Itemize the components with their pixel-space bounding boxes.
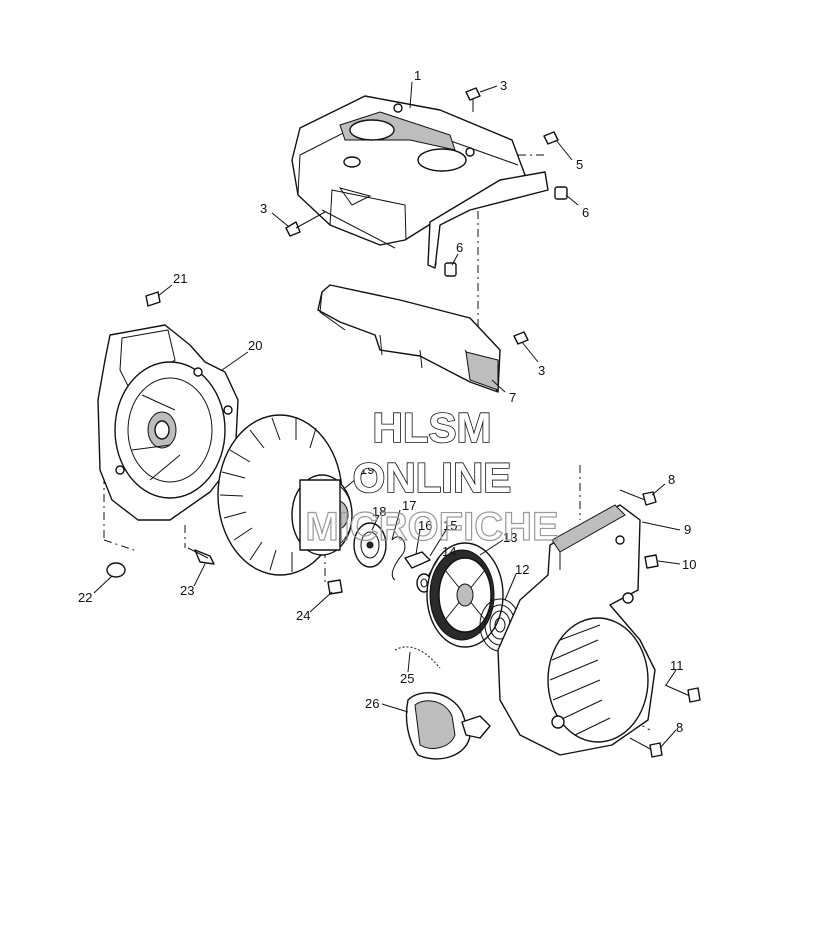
callout-13: 13: [503, 530, 517, 545]
part-starter-pulley-18: [353, 522, 387, 568]
callout-labels: 1 3 5 6 3 6 3 7 21 20 19 17 18 16 15 14 …: [78, 68, 696, 735]
callout-20: 20: [248, 338, 262, 353]
callout-8: 8: [668, 472, 675, 487]
callout-7: 7: [509, 390, 516, 405]
callout-6: 6: [582, 205, 589, 220]
callout-24: 24: [296, 608, 310, 623]
part-pawl-16: [404, 551, 431, 569]
part-spring-17: [391, 536, 406, 581]
callout-3: 3: [500, 78, 507, 93]
callout-1: 1: [414, 68, 421, 83]
part-handle-26: [405, 692, 491, 760]
misc-small-parts: [106, 547, 343, 595]
callout-18: 18: [372, 504, 386, 519]
part-shroud-1: [291, 95, 549, 269]
part-rope-pulley-13: [426, 542, 504, 648]
watermark: HLSM ONLINE MICROFICHE: [305, 403, 560, 549]
callout-3: 3: [538, 363, 545, 378]
callout-25: 25: [400, 671, 414, 686]
callout-16: 16: [418, 518, 432, 533]
callout-23: 23: [180, 583, 194, 598]
callout-9: 9: [684, 522, 691, 537]
callout-22: 22: [78, 590, 92, 605]
callout-15: 15: [443, 518, 457, 533]
shroud-hardware: [145, 87, 568, 345]
part-fan-flywheel-19: [217, 414, 353, 576]
callout-5: 5: [576, 157, 583, 172]
callout-26: 26: [365, 696, 379, 711]
callout-3: 3: [260, 201, 267, 216]
callout-8: 8: [676, 720, 683, 735]
callout-17: 17: [402, 498, 416, 513]
leader-lines: [93, 81, 681, 749]
starter-housing-bolts: [619, 489, 701, 758]
callout-19: 19: [360, 462, 374, 477]
part-duct-7: [317, 284, 501, 393]
callout-10: 10: [682, 557, 696, 572]
watermark-line-2: ONLINE: [353, 454, 512, 501]
callout-12: 12: [515, 562, 529, 577]
part-rope-25: [394, 646, 441, 669]
callout-6: 6: [456, 240, 463, 255]
watermark-line-3: MICROFICHE: [305, 505, 558, 549]
callout-21: 21: [173, 271, 187, 286]
part-fan-housing-20: [97, 324, 239, 521]
part-starter-housing-9: [497, 504, 656, 756]
callout-11: 11: [670, 658, 684, 673]
watermark-line-1: HLSM: [373, 404, 492, 451]
callout-14: 14: [442, 544, 456, 559]
